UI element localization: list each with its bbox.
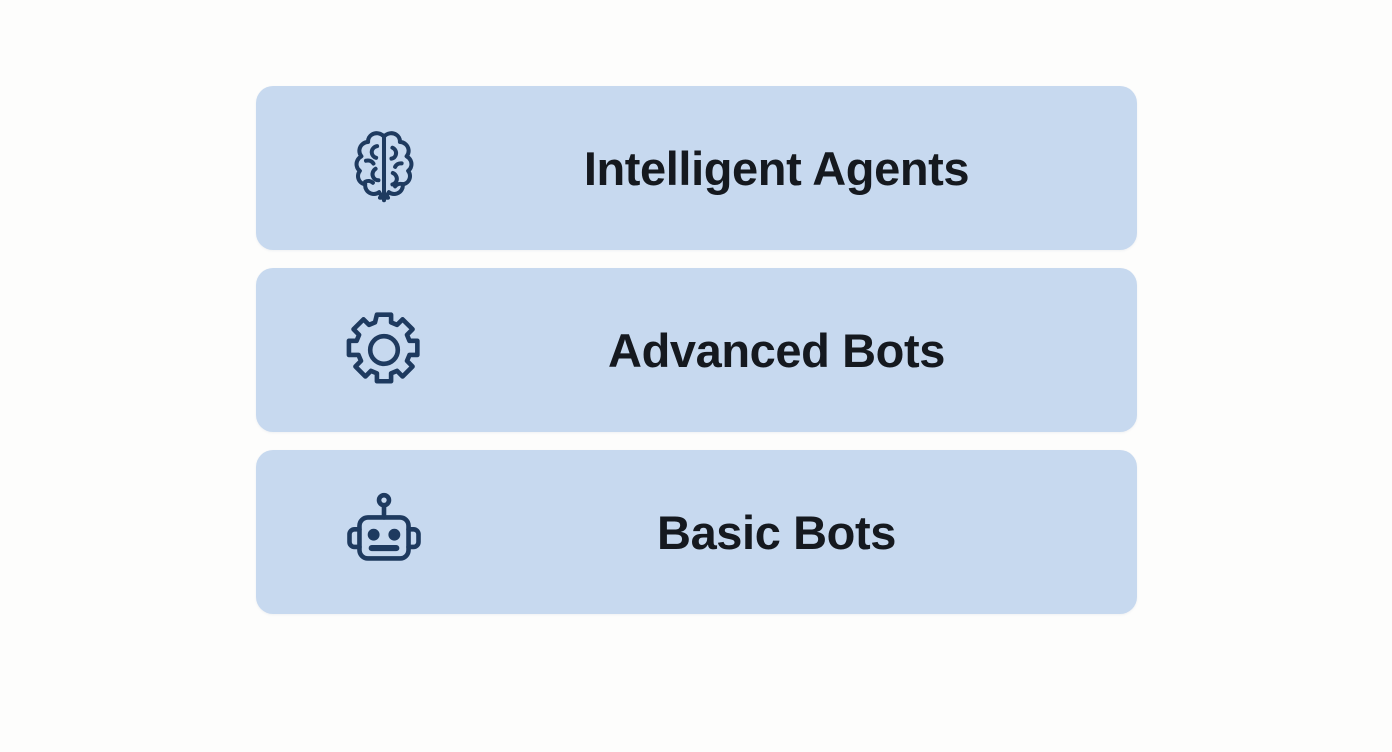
card-label: Intelligent Agents	[583, 141, 970, 195]
card-intelligent-agents[interactable]: Intelligent Agents	[256, 86, 1137, 250]
gear-icon	[256, 268, 512, 432]
card-basic-bots[interactable]: Basic Bots	[256, 450, 1137, 614]
card-stack: Intelligent Agents Advanced Bots B	[256, 86, 1137, 614]
card-advanced-bots[interactable]: Advanced Bots	[256, 268, 1137, 432]
card-label: Advanced Bots	[608, 323, 945, 377]
robot-icon	[256, 450, 512, 614]
card-label: Basic Bots	[657, 505, 896, 559]
brain-icon	[256, 86, 512, 250]
